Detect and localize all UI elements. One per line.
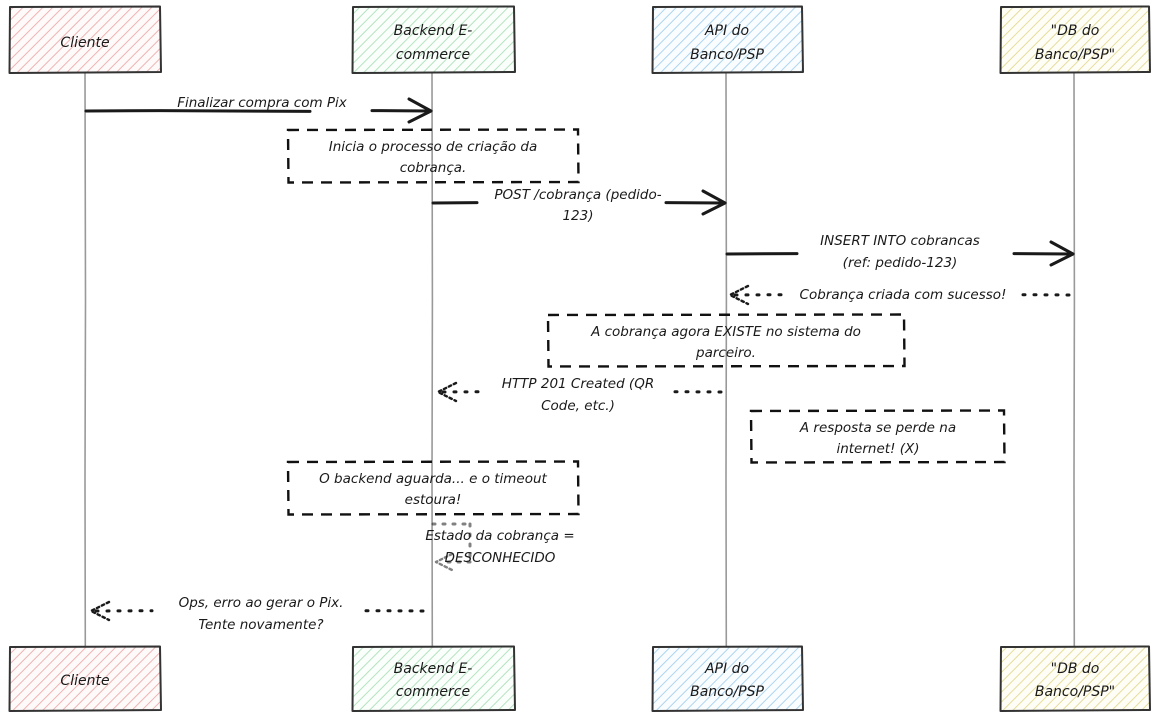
participant-box-db-top[interactable]: "DB do Banco/PSP" — [999, 5, 1151, 74]
message-finalizar-compra[interactable]: Finalizar compra com Pix — [84, 95, 433, 124]
message-label-cobranca-criada: Cobrança criada com sucesso! — [800, 287, 1007, 303]
participant-label-backend-top-line2: commerce — [396, 47, 470, 63]
participant-box-api-top[interactable]: API do Banco/PSP — [651, 5, 804, 74]
note-resposta-perdida-line1: A resposta se perde na — [799, 420, 956, 436]
participant-label-api-top-line2: Banco/PSP — [690, 47, 764, 63]
note-cobranca-existe-line2: parceiro. — [695, 345, 756, 361]
note-inicia-processo-line2: cobrança. — [400, 160, 467, 176]
participant-box-cliente-bottom[interactable]: Cliente — [8, 645, 162, 712]
participant-box-backend-bottom[interactable]: Backend E- commerce — [351, 645, 516, 712]
message-label-estado-line1: Estado da cobrança = — [425, 528, 574, 544]
note-cobranca-existe: A cobrança agora EXISTE no sistema do pa… — [546, 313, 906, 368]
message-label-http-201-line2: Code, etc.) — [541, 398, 615, 414]
message-label-estado-line2: DESCONHECIDO — [445, 550, 556, 566]
message-estado-desconhecido[interactable]: Estado da cobrança = DESCONHECIDO — [425, 522, 575, 572]
note-timeout-line2: estoura! — [405, 492, 462, 508]
message-insert-into[interactable]: INSERT INTO cobrancas (ref: pedido-123) — [725, 233, 1075, 271]
message-erro-pix[interactable]: Ops, erro ao gerar o Pix. Tente novament… — [89, 595, 433, 633]
participant-label-backend-top-line1: Backend E- — [394, 23, 473, 39]
note-resposta-perdida-line2: internet! (X) — [836, 441, 919, 457]
message-label-insert-into-line1: INSERT INTO cobrancas — [820, 233, 980, 249]
message-label-finalizar-compra: Finalizar compra com Pix — [177, 95, 348, 111]
participant-box-api-bottom[interactable]: API do Banco/PSP — [651, 645, 804, 712]
message-post-cobranca[interactable]: POST /cobrança (pedido- 123) — [431, 187, 727, 224]
lifeline-cliente — [84, 72, 87, 647]
participant-label-cliente-top: Cliente — [60, 35, 109, 51]
note-timeout: O backend aguarda... e o timeout estoura… — [286, 460, 580, 516]
participant-box-backend-top[interactable]: Backend E- commerce — [351, 5, 516, 74]
message-label-post-cobranca-line2: 123) — [562, 208, 593, 224]
message-label-insert-into-line2: (ref: pedido-123) — [843, 255, 958, 271]
participant-label-api-top-line1: API do — [704, 23, 749, 39]
participant-label-db-top-line1: "DB do — [1051, 23, 1100, 39]
participant-label-api-bottom-line1: API do — [704, 661, 749, 677]
participant-label-db-bottom-line1: "DB do — [1051, 661, 1100, 677]
message-cobranca-criada[interactable]: Cobrança criada com sucesso! — [728, 284, 1075, 306]
note-inicia-processo-line1: Inicia o processo de criação da — [329, 139, 538, 155]
participant-label-backend-bottom-line1: Backend E- — [394, 661, 473, 677]
note-inicia-processo: Inicia o processo de criação da cobrança… — [286, 128, 580, 184]
note-cobranca-existe-line1: A cobrança agora EXISTE no sistema do — [590, 324, 861, 340]
message-http-201[interactable]: HTTP 201 Created (QR Code, etc.) — [436, 376, 726, 414]
participant-label-backend-bottom-line2: commerce — [396, 684, 470, 700]
message-label-http-201-line1: HTTP 201 Created (QR — [502, 376, 654, 392]
participant-label-api-bottom-line2: Banco/PSP — [690, 684, 764, 700]
participant-label-cliente-bottom: Cliente — [60, 673, 109, 689]
note-resposta-perdida: A resposta se perde na internet! (X) — [749, 409, 1006, 464]
message-label-erro-pix-line1: Ops, erro ao gerar o Pix. — [179, 595, 344, 611]
message-label-post-cobranca-line1: POST /cobrança (pedido- — [494, 187, 661, 203]
participant-label-db-bottom-line2: Banco/PSP" — [1035, 684, 1115, 700]
lifelines-group — [84, 72, 1076, 647]
participant-box-cliente-top[interactable]: Cliente — [8, 5, 162, 74]
note-timeout-line1: O backend aguarda... e o timeout — [319, 471, 547, 487]
participant-box-db-bottom[interactable]: "DB do Banco/PSP" — [999, 645, 1151, 712]
participant-label-db-top-line2: Banco/PSP" — [1035, 47, 1115, 63]
message-label-erro-pix-line2: Tente novamente? — [198, 617, 323, 633]
